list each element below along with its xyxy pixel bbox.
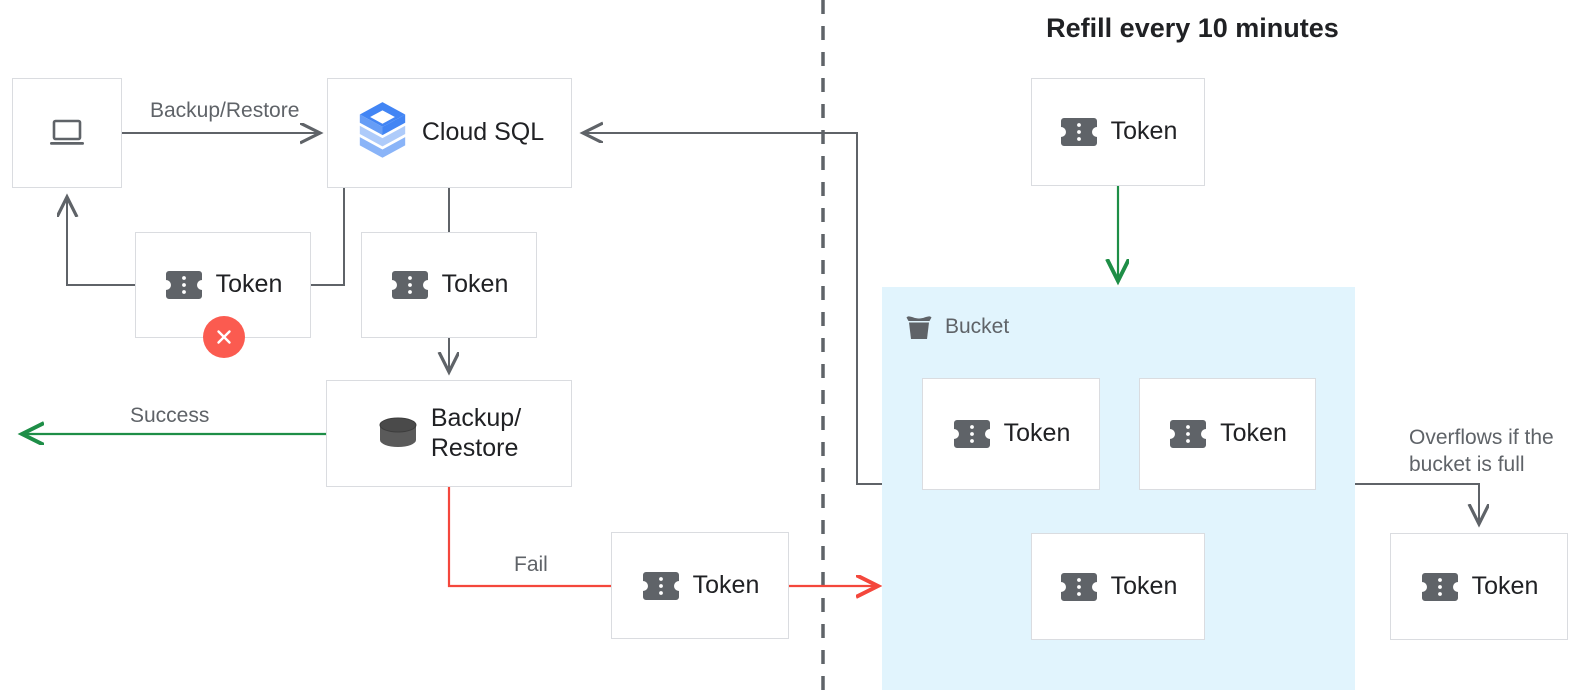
edge-label-backup-restore: Backup/Restore xyxy=(150,99,300,122)
edge-label-overflow: Overflows if the bucket is full xyxy=(1409,426,1554,477)
token-icon xyxy=(391,271,428,299)
cloud-sql-icon xyxy=(359,102,406,158)
node-token-bucket-2-label: Token xyxy=(1220,419,1287,448)
node-cloud-sql-label: Cloud SQL xyxy=(421,118,545,147)
laptop-icon xyxy=(50,119,84,145)
token-icon xyxy=(1060,118,1097,146)
node-token-bucket-2[interactable]: Token xyxy=(1139,378,1316,490)
node-token-overflow[interactable]: Token xyxy=(1390,533,1568,640)
error-x-icon xyxy=(203,316,245,358)
node-token-failed-label: Token xyxy=(215,270,283,299)
x-glyph xyxy=(217,330,231,344)
node-client[interactable] xyxy=(12,78,122,188)
node-token-refill-label: Token xyxy=(1110,117,1178,146)
edge-token-failed-to-client xyxy=(67,197,135,286)
node-cloud-sql[interactable]: Cloud SQL xyxy=(327,78,572,188)
node-backup-restore[interactable]: Backup/ Restore xyxy=(326,380,572,487)
edge-label-success: Success xyxy=(130,404,210,427)
edge-label-fail: Fail xyxy=(514,553,548,576)
node-token-fail-out[interactable]: Token xyxy=(611,532,789,639)
node-token-bucket-1-label: Token xyxy=(1003,419,1071,448)
token-icon xyxy=(1421,572,1458,601)
token-icon xyxy=(165,271,202,299)
database-icon xyxy=(379,417,417,447)
bucket-title: Bucket xyxy=(903,312,1009,342)
token-icon xyxy=(642,571,679,600)
node-token-from-sql[interactable]: Token xyxy=(361,232,537,338)
token-icon xyxy=(1170,420,1207,448)
edge-bucket-to-cloudsql xyxy=(583,133,882,485)
node-token-from-sql-label: Token xyxy=(441,270,509,299)
node-token-fail-out-label: Token xyxy=(692,570,760,599)
node-token-bucket-3[interactable]: Token xyxy=(1031,533,1205,640)
node-token-refill[interactable]: Token xyxy=(1031,78,1205,186)
node-token-overflow-label: Token xyxy=(1471,571,1539,600)
bucket-label: Bucket xyxy=(945,315,1010,338)
node-token-bucket-1[interactable]: Token xyxy=(922,378,1100,490)
page-title: Refill every 10 minutes xyxy=(1046,13,1339,43)
edge-bucket-overflow xyxy=(1355,483,1479,524)
node-backup-restore-label: Backup/ Restore xyxy=(430,404,522,462)
node-token-bucket-3-label: Token xyxy=(1110,571,1178,600)
token-icon xyxy=(1060,572,1097,601)
edge-cloudsql-to-token-failed xyxy=(311,188,345,286)
token-icon xyxy=(953,420,990,448)
bucket-icon xyxy=(906,316,932,339)
